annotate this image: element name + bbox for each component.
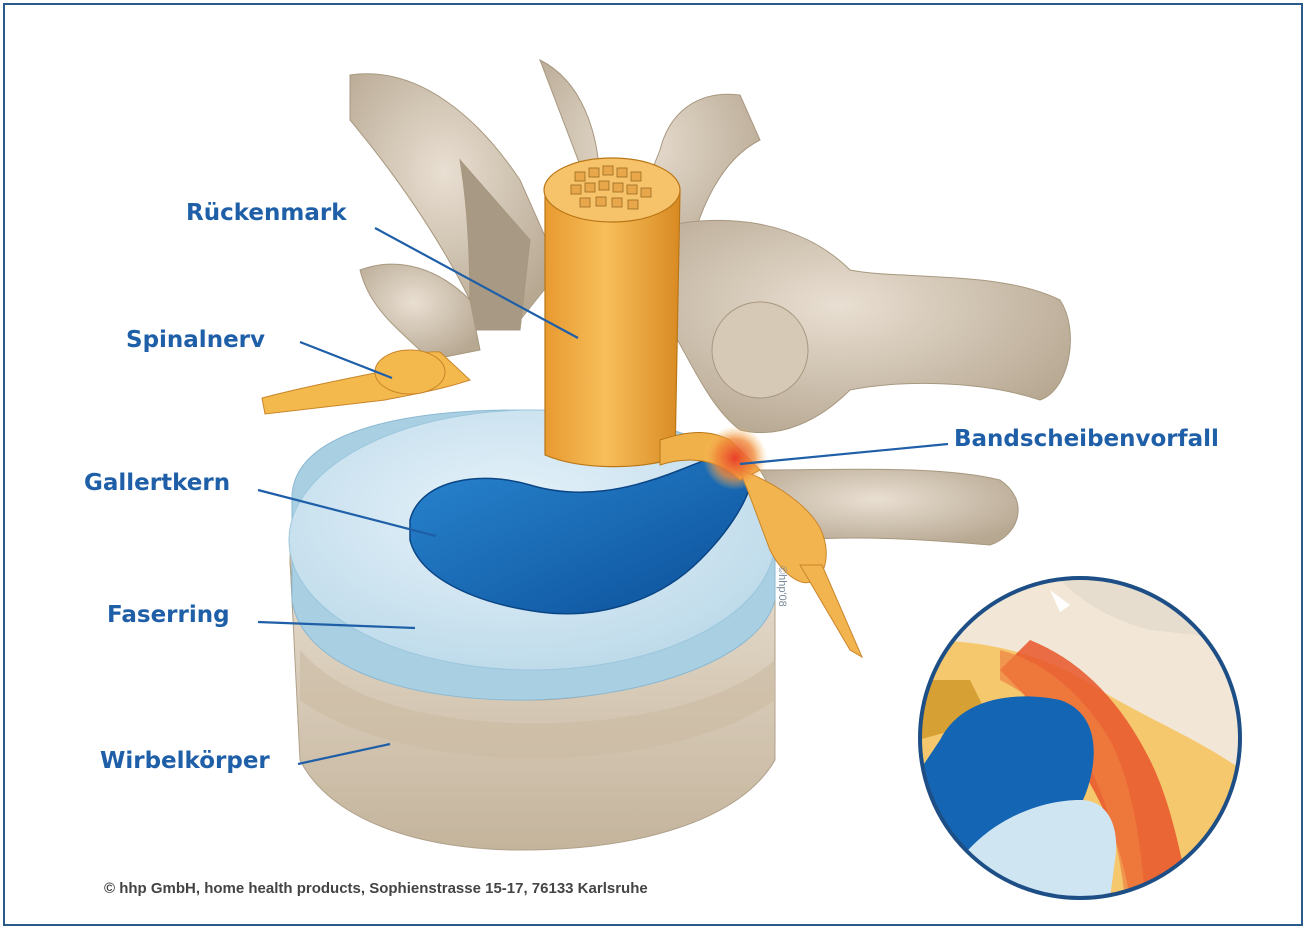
label-rueckenmark: Rückenmark <box>186 200 347 226</box>
label-spinalnerv: Spinalnerv <box>126 327 265 353</box>
label-faserring: Faserring <box>107 602 230 628</box>
label-bandscheibenvorfall: Bandscheibenvorfall <box>954 426 1219 452</box>
spinal-nerve-left <box>262 350 470 414</box>
copyright-line: © hhp GmbH, home health products, Sophie… <box>104 880 648 897</box>
label-gallertkern: Gallertkern <box>84 470 230 496</box>
label-wirbelkoerper: Wirbelkörper <box>100 748 270 774</box>
magnified-inset <box>900 578 1242 898</box>
artist-stamp: ©hhp'08 <box>776 566 788 607</box>
leader-spinalnerv <box>300 342 392 378</box>
leader-bandscheibenvorfall <box>740 444 948 464</box>
